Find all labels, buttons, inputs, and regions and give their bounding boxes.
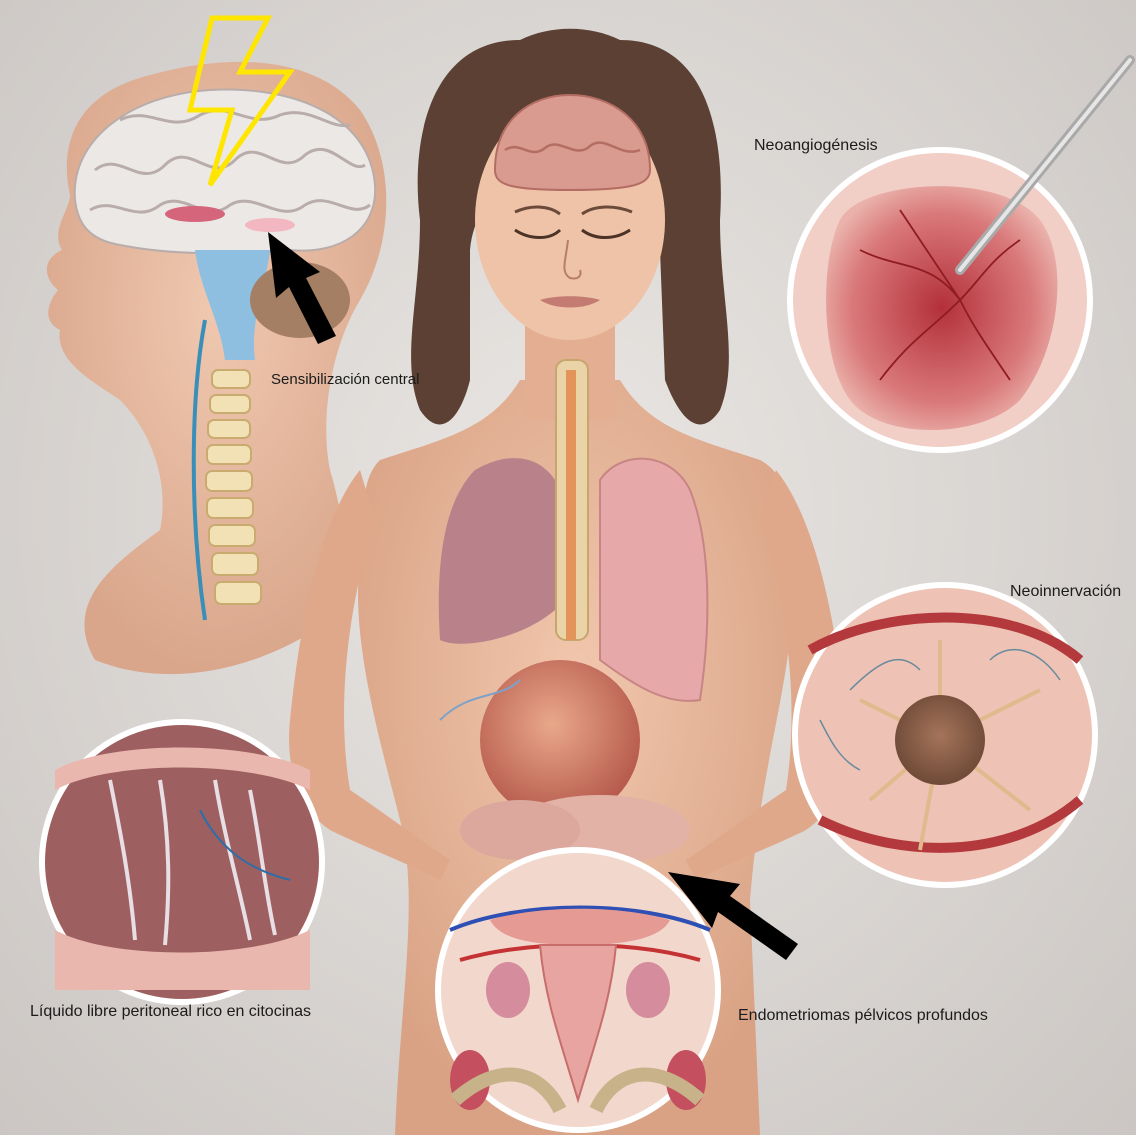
label-neoinnervation: Neoinnervación	[1010, 584, 1121, 600]
label-neoangiogenesis: Neoangiogénesis	[754, 138, 878, 154]
label-central-sensitization: Sensibilización central	[271, 372, 419, 387]
peritoneal-fluid-inset	[42, 722, 322, 1002]
label-pelvic-endometriomas: Endometriomas pélvicos profundos	[738, 1008, 988, 1024]
neoinnervation-inset	[795, 585, 1095, 885]
neoangiogenesis-inset	[790, 60, 1130, 450]
label-peritoneal-fluid: Líquido libre peritoneal rico en citocin…	[30, 1004, 311, 1020]
pelvic-endometriomas-inset	[438, 850, 718, 1130]
